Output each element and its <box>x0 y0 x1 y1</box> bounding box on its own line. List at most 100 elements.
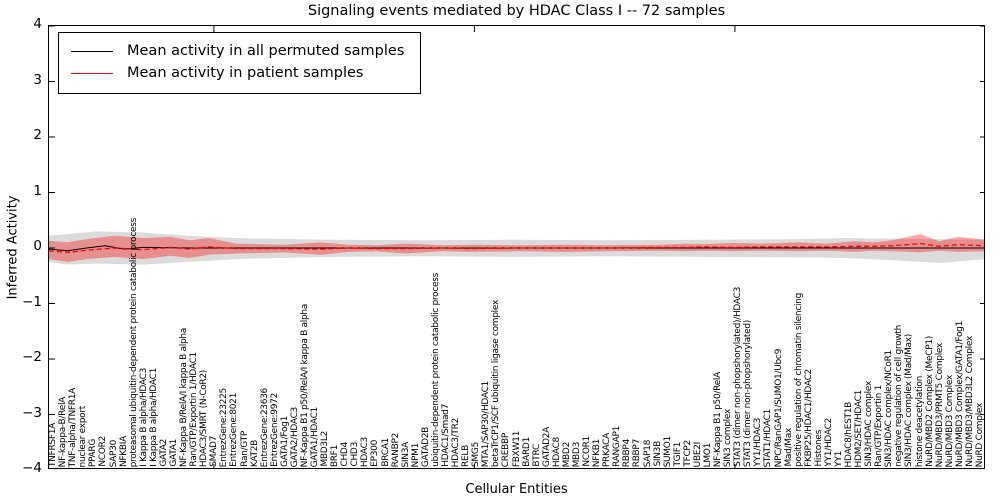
x-category-label: STAT3 (dimer non-phopshorylated) <box>743 319 754 467</box>
x-category-label: RELB <box>461 445 472 467</box>
x-category-label: NCOR1 <box>582 436 592 467</box>
x-category-label: RBBP7 <box>632 438 643 467</box>
patient-mean-line <box>49 242 984 254</box>
legend-label-patient: Mean activity in patient samples <box>127 65 364 81</box>
x-category-label: BTRC <box>531 444 542 467</box>
x-category-label: YY1/HDAC3 <box>753 418 764 467</box>
x-category-label: NPM1 <box>410 442 421 467</box>
x-category-label: HDAC3 <box>360 436 371 467</box>
x-category-label: Ran/GTP/Exportin 1/HDAC1 <box>189 352 200 467</box>
x-category-label: STAT1/HDAC1 <box>763 408 774 467</box>
y-tick-label: 1 <box>33 182 42 199</box>
x-category-label: GATA2 <box>158 439 169 467</box>
x-category-label: NF-Kappa B/RelA/I kappa B alpha <box>179 327 189 467</box>
x-category-label: TGIF1 <box>672 442 683 467</box>
x-category-label: SAP18 <box>642 439 653 467</box>
x-category-label: GATA2/HDAC3 <box>289 406 300 467</box>
x-category-label: RANGAP1 <box>612 426 623 467</box>
x-category-label: UBE2I <box>692 441 703 467</box>
x-category-label: negative regulation of cell growth <box>894 325 905 467</box>
x-category-label: EntrezGene:8021 <box>229 393 240 467</box>
x-category-label: PPARG <box>88 438 99 467</box>
x-category-label: YY1/HDAC2 <box>823 418 834 467</box>
legend: Mean activity in all permuted samples Me… <box>58 32 422 94</box>
x-category-label: I Kappa B alpha/HDAC3 <box>138 368 149 467</box>
x-category-label: PRKACA <box>602 432 613 467</box>
x-category-label: NF-Kappa B1 p50/RelA <box>713 371 723 467</box>
x-category-label: FKBP25/HDAC1/HDAC2 <box>803 369 814 467</box>
x-category-label: nuclear export <box>78 405 89 467</box>
x-category-label: NuRD/MBD3 Complex <box>944 374 955 468</box>
x-category-label: GATA1 <box>168 439 179 467</box>
x-category-label: NFKB1 <box>592 438 603 467</box>
x-category-label: GATA1/Fog1 <box>279 416 290 467</box>
x-category-label: histone deacetylation <box>914 375 925 467</box>
x-category-label: NuRD/MBD3/PRMT5 Complex <box>934 342 945 467</box>
x-category-label: Histones <box>813 430 824 467</box>
legend-item-permuted: Mean activity in all permuted samples <box>71 40 404 62</box>
x-category-label: SIN3B <box>652 441 663 467</box>
x-category-label: I Kappa B alpha/HDAC1 <box>148 368 159 467</box>
x-category-label: GATAD2B <box>420 426 431 467</box>
x-category-label: LMO1 <box>702 442 713 467</box>
x-category-label: NuRD/MBD3 Complex/GATA1/Fog1 <box>954 320 965 467</box>
x-category-label: STAT3 (dimer non-phopshorylated)/HDAC3 <box>733 287 744 467</box>
x-category-label: ubiquitin-dependent protein catabolic pr… <box>430 273 441 467</box>
x-category-label: CHD4 <box>340 442 351 467</box>
x-category-label: RANBP2 <box>390 432 401 467</box>
y-tick-label: 0 <box>33 238 42 254</box>
legend-label-permuted: Mean activity in all permuted samples <box>127 43 405 59</box>
x-category-label: HDAC3/SMRT (N-CoR2) <box>199 369 210 467</box>
x-category-label: NuRD/MBD3/MBD3L2 Complex <box>964 336 975 467</box>
y-tick-label: 2 <box>33 127 42 143</box>
x-category-label: TNF-alpha/TNFR1A <box>68 387 79 467</box>
x-category-label: EntrezGene:23225 <box>219 387 230 467</box>
x-category-label: BARD1 <box>521 437 532 467</box>
x-category-label: SUMO1 <box>662 435 673 467</box>
x-category-label: NuRD Complex <box>975 402 985 467</box>
x-category-label: SIN3 complex <box>723 408 734 467</box>
x-category-label: betaTrCP1/SCF ubiquitin ligase complex <box>491 299 502 467</box>
x-category-label: RBBP4 <box>622 438 633 467</box>
x-category-label: NF-kappa-B/RelA <box>58 396 69 467</box>
y-tick-label: −3 <box>22 404 42 421</box>
y-tick-label: 4 <box>33 16 42 32</box>
x-category-label: GATA1/HDAC1 <box>310 406 320 467</box>
x-category-label: EntrezGene:23636 <box>259 387 270 467</box>
x-category-label: GATAD2A <box>541 426 552 467</box>
x-category-label: YY1 <box>833 451 844 467</box>
x-category-label: NCOR2 <box>98 436 109 467</box>
x-category-label: SIN3/HDAC complex (Mad/Max) <box>904 333 915 467</box>
x-category-label: MBD3 <box>572 441 582 467</box>
x-category-label: positive regulation of chromatin silenci… <box>793 292 804 467</box>
x-category-label: EntrezGene:9972 <box>269 393 280 467</box>
x-category-label: SMAD7 <box>209 436 220 467</box>
y-tick-label: −1 <box>22 293 42 310</box>
x-category-label: TNFRSF1A <box>48 422 58 467</box>
x-category-label: HDAC1/Smad7 <box>441 404 451 467</box>
x-category-label: SIN3/HDAC complex/NCoR1 <box>884 349 895 467</box>
y-tick-label: −4 <box>22 460 42 476</box>
chart-canvas <box>49 26 984 468</box>
x-category-label: SIN3/HDAC complex <box>864 381 875 467</box>
x-category-label: CHD3 <box>350 442 361 467</box>
x-category-label: NF-Kappa B1 p50/RelA/I kappa B alpha <box>299 303 310 467</box>
x-category-label: EP300 <box>370 440 381 467</box>
x-category-label: CREBBP <box>501 432 512 467</box>
x-category-label: proteasomal ubiquitin-dependent protein … <box>128 217 139 467</box>
x-category-label: HDAC8 <box>551 436 562 467</box>
patient-line-swatch <box>71 72 113 74</box>
x-category-label: BRCA1 <box>380 438 391 467</box>
permuted-mean-line <box>49 245 984 252</box>
x-category-label: MTA1/SAP30/HDAC1 <box>481 380 492 467</box>
x-category-label: SAP30 <box>108 439 119 467</box>
x-category-label: TFCP2 <box>682 440 693 467</box>
x-category-label: SMG5 <box>471 442 482 467</box>
x-category-label: HDAC3/TR2 <box>451 417 461 467</box>
legend-item-patient: Mean activity in patient samples <box>71 62 404 84</box>
x-category-label: MBD3L2 <box>320 431 331 467</box>
x-category-label: FBXW11 <box>511 430 522 467</box>
x-category-label: KAT2B <box>249 439 260 467</box>
